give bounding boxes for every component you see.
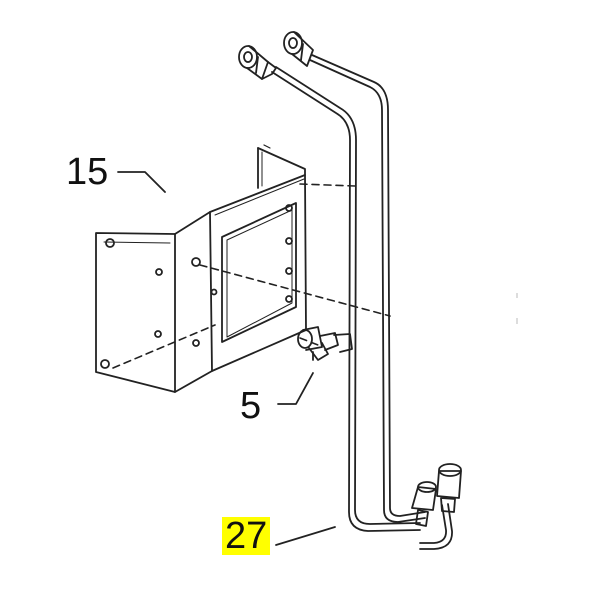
leader-line-15 (117, 171, 166, 193)
leader-line-5 (277, 372, 314, 405)
bottom-connector-left (411, 481, 437, 527)
bottom-connector-right (436, 463, 462, 513)
hose-harness (238, 31, 462, 550)
assembly-lines (112, 183, 391, 369)
top-connector-left (238, 45, 277, 80)
top-connector-right (283, 31, 314, 67)
callout-27: 27 (222, 517, 271, 555)
callout-15: 15 (66, 151, 109, 193)
leader-line-27 (275, 526, 336, 546)
callout-5: 5 (240, 385, 262, 427)
valve-component (297, 326, 353, 361)
mounting-bracket (95, 144, 307, 393)
